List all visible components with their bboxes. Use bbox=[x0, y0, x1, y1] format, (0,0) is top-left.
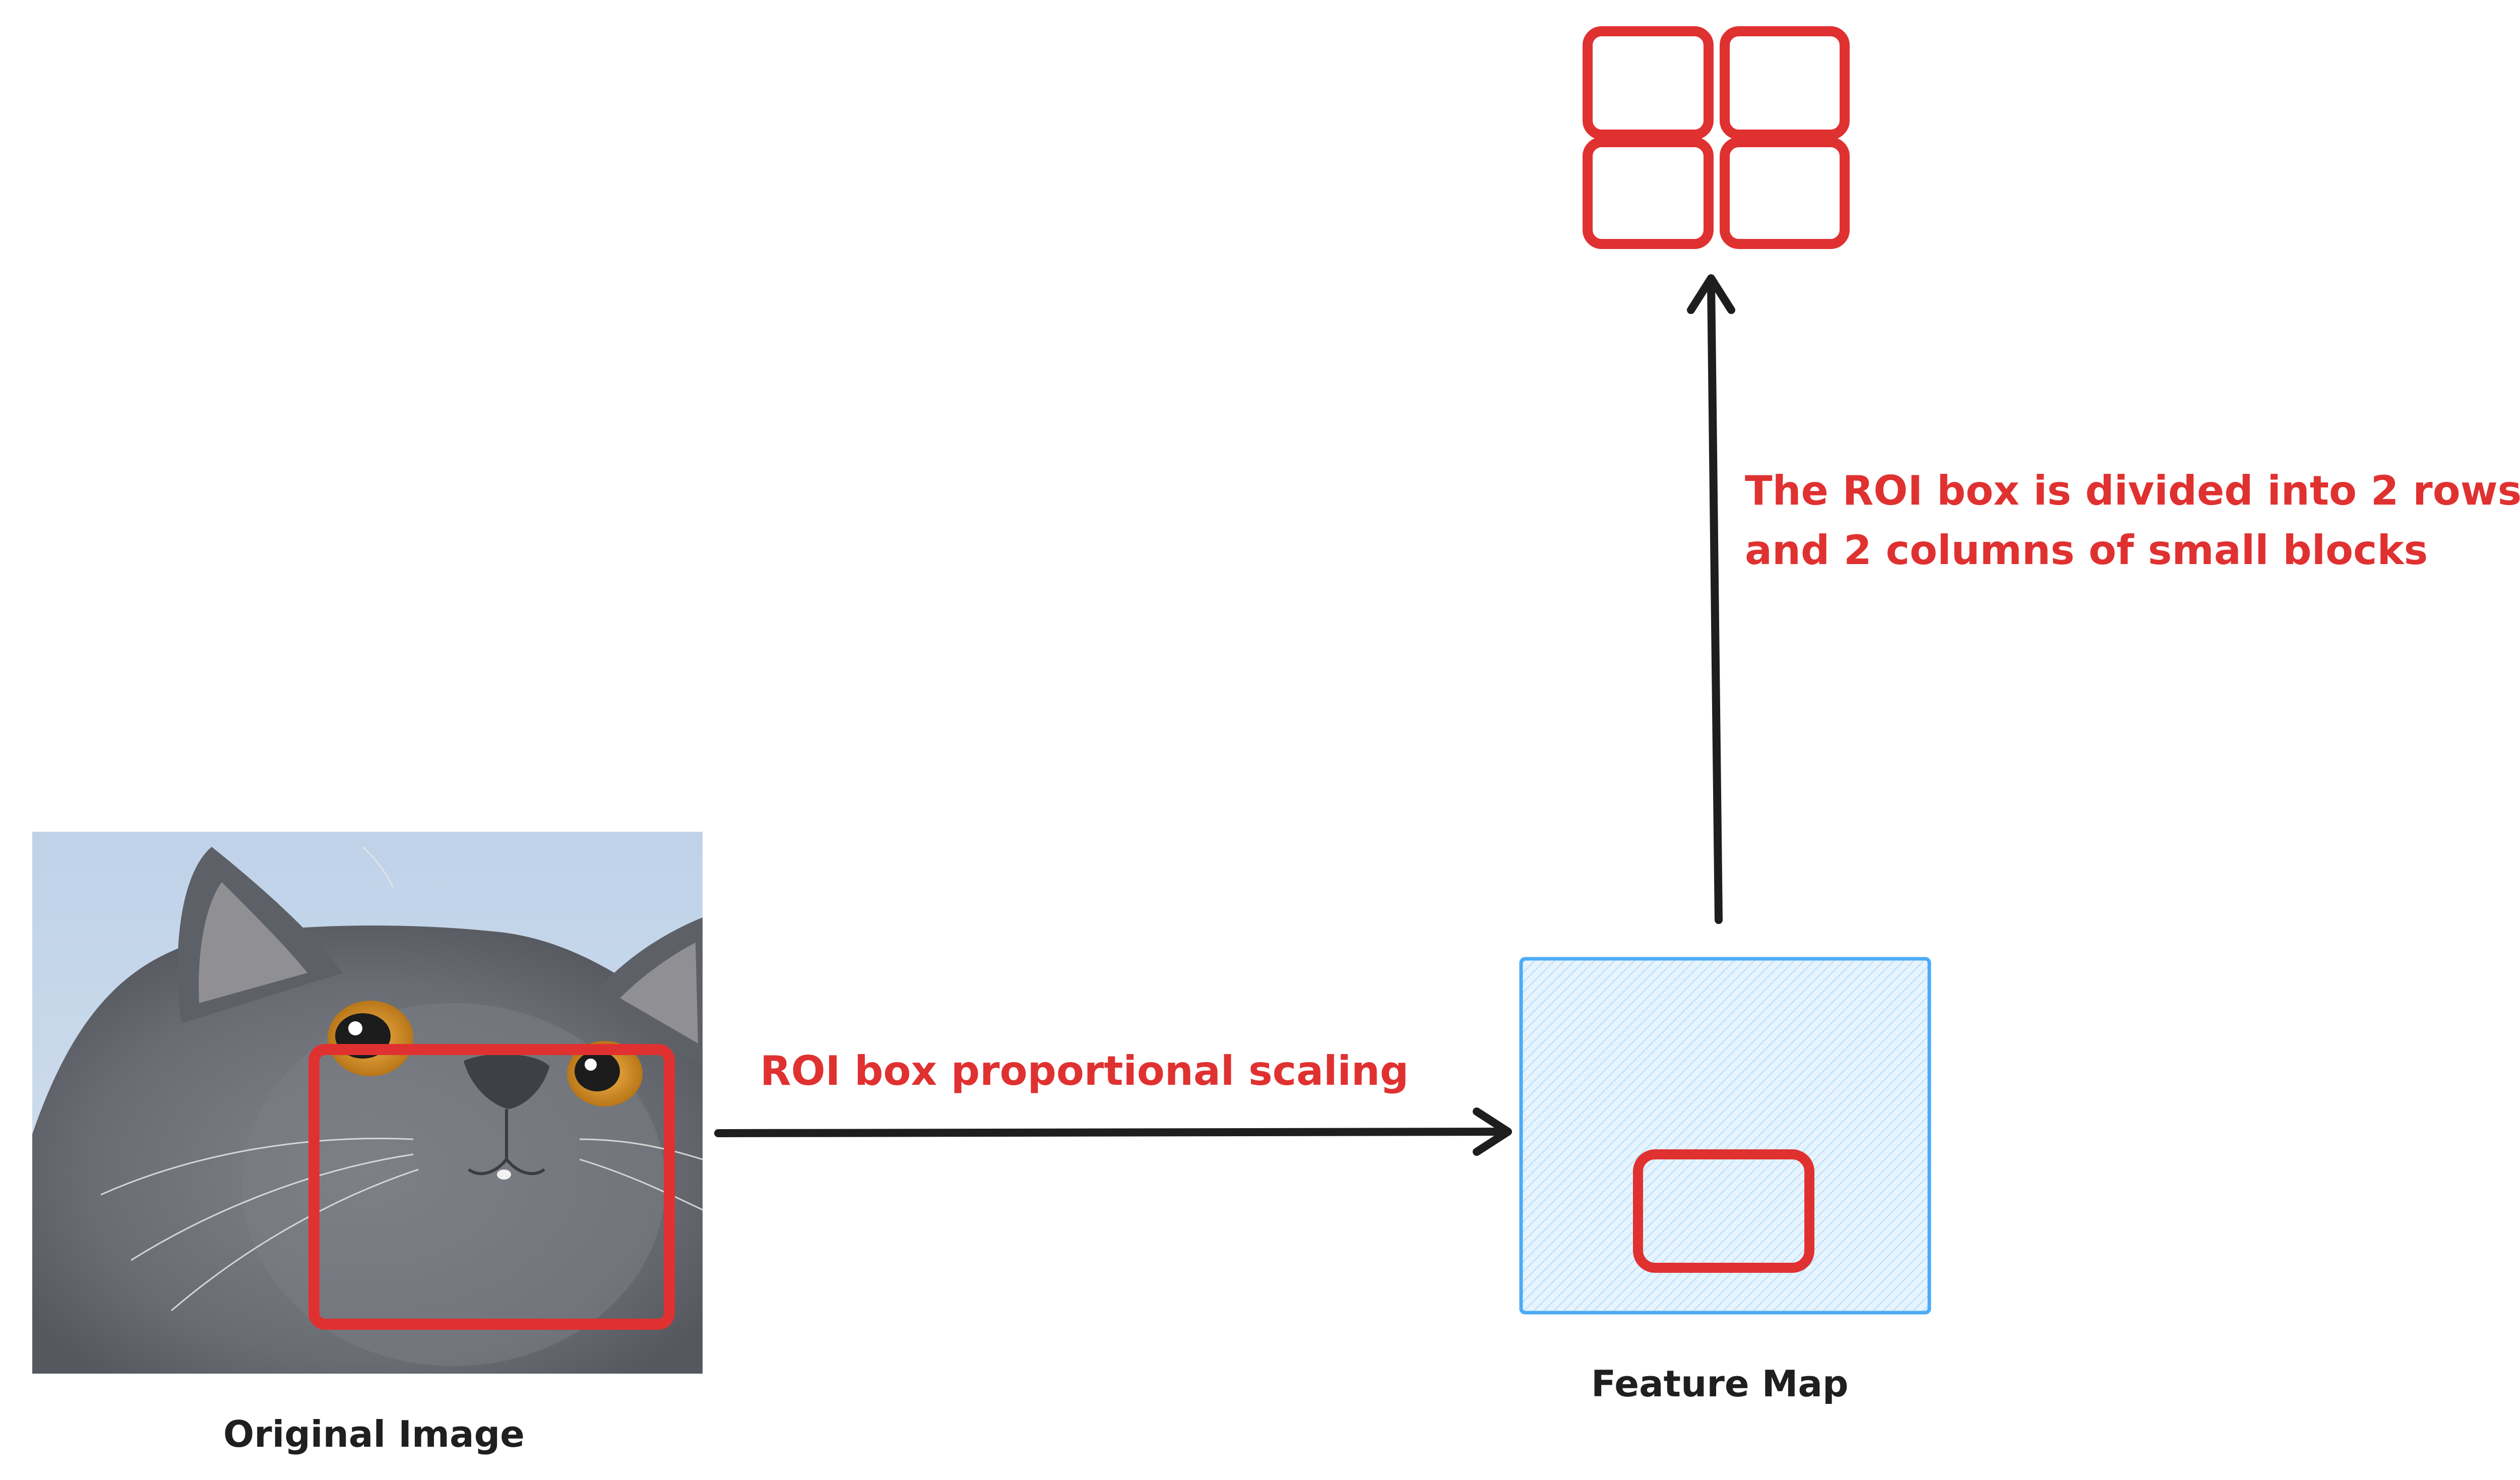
feature-map-label: Feature Map bbox=[1591, 1363, 1849, 1405]
original-image-label: Original Image bbox=[223, 1413, 525, 1455]
feature-map-box bbox=[1519, 957, 1931, 1315]
division-label: The ROI box is divided into 2 rows and 2… bbox=[1745, 461, 2520, 580]
division-label-line-2: and 2 columns of small blocks bbox=[1745, 527, 2428, 574]
division-label-line-1: The ROI box is divided into 2 rows bbox=[1745, 467, 2520, 514]
scaling-arrow bbox=[714, 1107, 1512, 1156]
roi-box-feature-map bbox=[1633, 1149, 1814, 1273]
roi-grid-2x2 bbox=[1583, 26, 1850, 249]
scaling-arrow-label: ROI box proportional scaling bbox=[760, 1047, 1409, 1094]
division-arrow bbox=[1687, 274, 1735, 924]
roi-grid-cell-top-right bbox=[1720, 26, 1850, 140]
roi-grid-cell-top-left bbox=[1583, 26, 1714, 140]
roi-grid-cell-bottom-left bbox=[1583, 137, 1714, 249]
original-image-photo bbox=[32, 832, 703, 1374]
roi-grid-cell-bottom-right bbox=[1720, 137, 1850, 249]
roi-box-original bbox=[308, 1044, 675, 1330]
